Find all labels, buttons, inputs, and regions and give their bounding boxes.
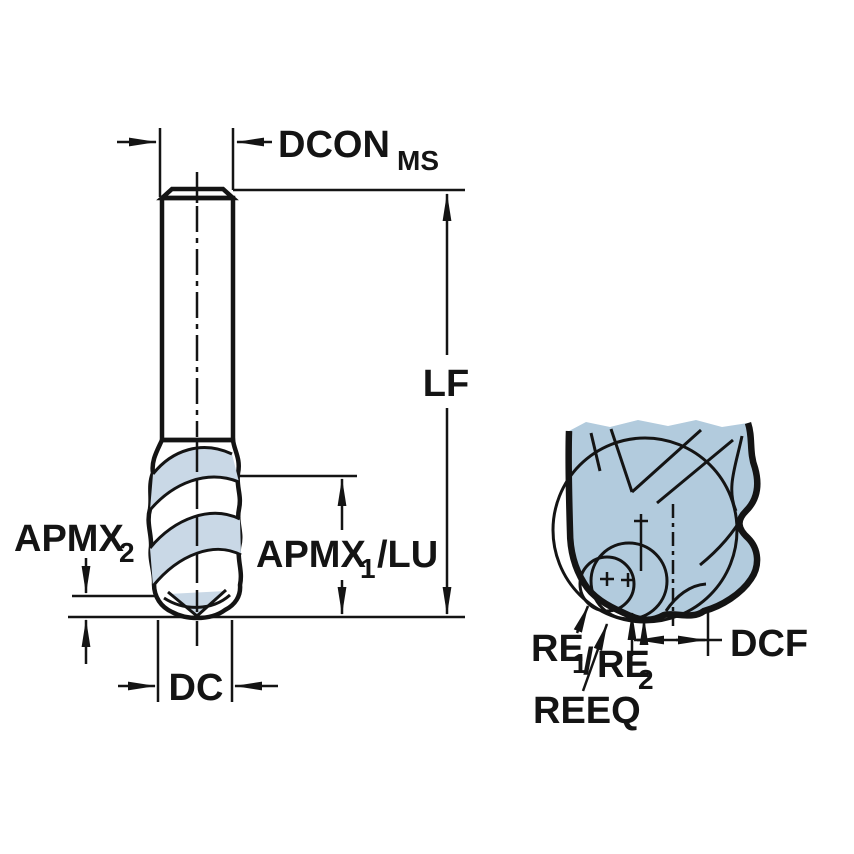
- dcf-label: DCF: [730, 623, 808, 665]
- re1-label-subscript: 1: [572, 648, 588, 679]
- re1-center-cross: [621, 573, 635, 587]
- re1-label: RE: [531, 628, 584, 670]
- apmx2-label: APMX: [14, 518, 124, 560]
- detail-flute-line-4: [656, 438, 734, 505]
- shank-chamfer: [156, 186, 239, 201]
- re2-label-subscript: 2: [638, 664, 654, 695]
- dc-label: DC: [169, 667, 224, 709]
- reeq-center-cross: [634, 514, 648, 528]
- dcon-label-subscript: MS: [397, 145, 439, 176]
- flute-spiral-2: [148, 475, 240, 511]
- apmx1-label-suffix: /LU: [377, 534, 438, 576]
- flute-spiral-1: [151, 446, 233, 475]
- apmx1-label-subscript: 1: [360, 553, 376, 584]
- flute-tip-line-right: [195, 588, 228, 618]
- re2-radius-circle: [578, 555, 636, 613]
- tip-detail-outline: [565, 421, 761, 623]
- detail-flute-line-3: [630, 428, 703, 494]
- detail-flute-line-1: [589, 432, 602, 472]
- detail-flute-line-2: [609, 428, 634, 493]
- dcon-label: DCON: [278, 124, 390, 166]
- reeq-label: REEQ: [533, 690, 641, 732]
- detail-flute-curve-1: [730, 435, 744, 512]
- flute-highlight-band-2: [150, 513, 241, 586]
- reeq-leader-arrow: [581, 623, 609, 692]
- re2-center-cross: [600, 572, 614, 586]
- tip-detail-body: [568, 420, 758, 620]
- apmx1-label: APMX: [256, 534, 366, 576]
- flute-tip-line-left: [167, 590, 198, 618]
- detail-view: [551, 420, 761, 692]
- re2-label: RE: [597, 644, 650, 686]
- apmx2-label-subscript: 2: [119, 537, 135, 568]
- lf-label: LF: [423, 363, 469, 405]
- side-view: [68, 128, 465, 702]
- re1-leader-arrow: [573, 605, 590, 634]
- re-separator: /: [583, 641, 594, 683]
- detail-flute-curve-3: [664, 582, 707, 612]
- flute-spiral-3: [148, 511, 241, 549]
